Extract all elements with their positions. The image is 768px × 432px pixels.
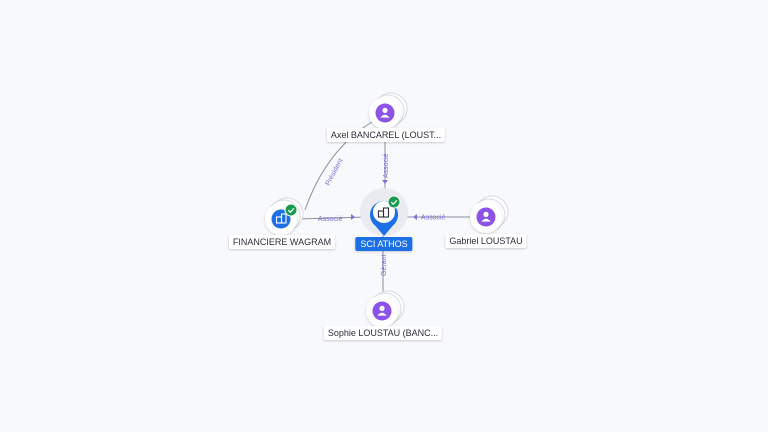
- node-axel-bancarel[interactable]: [369, 92, 408, 129]
- node-financiere-wagram[interactable]: [265, 197, 304, 235]
- building-icon: [271, 209, 291, 229]
- edge-label-associe-financiere: Associé: [318, 216, 343, 223]
- edge-label-associe-gabriel: Associé: [421, 215, 446, 222]
- person-icon: [375, 103, 395, 123]
- verified-check-icon: [284, 203, 298, 217]
- node-label-financiere[interactable]: FINANCIERE WAGRAM: [228, 235, 336, 249]
- node-label-sci-athos[interactable]: SCI ATHOS: [355, 237, 413, 251]
- person-icon: [476, 207, 496, 227]
- node-label-sophie[interactable]: Sophie LOUSTAU (BANC...: [323, 326, 443, 340]
- person-icon: [372, 301, 392, 321]
- node-label-axel[interactable]: Axel BANCAREL (LOUST...: [326, 128, 446, 142]
- verified-check-icon: [387, 195, 401, 209]
- node-label-gabriel[interactable]: Gabriel LOUSTAU: [445, 234, 527, 248]
- edge-label-gerant: Gérant: [381, 255, 388, 276]
- edge-gabriel-sci: Associé: [400, 214, 474, 222]
- edge-label-president: Président: [325, 157, 345, 186]
- node-sci-athos[interactable]: [360, 188, 408, 236]
- building-icon: [377, 207, 390, 218]
- edge-financiere-sci: Associé: [297, 214, 369, 223]
- edge-label-associe-axel: Associé: [383, 153, 390, 178]
- node-gabriel-loustau[interactable]: [470, 195, 509, 233]
- node-sophie-loustau[interactable]: [366, 290, 405, 327]
